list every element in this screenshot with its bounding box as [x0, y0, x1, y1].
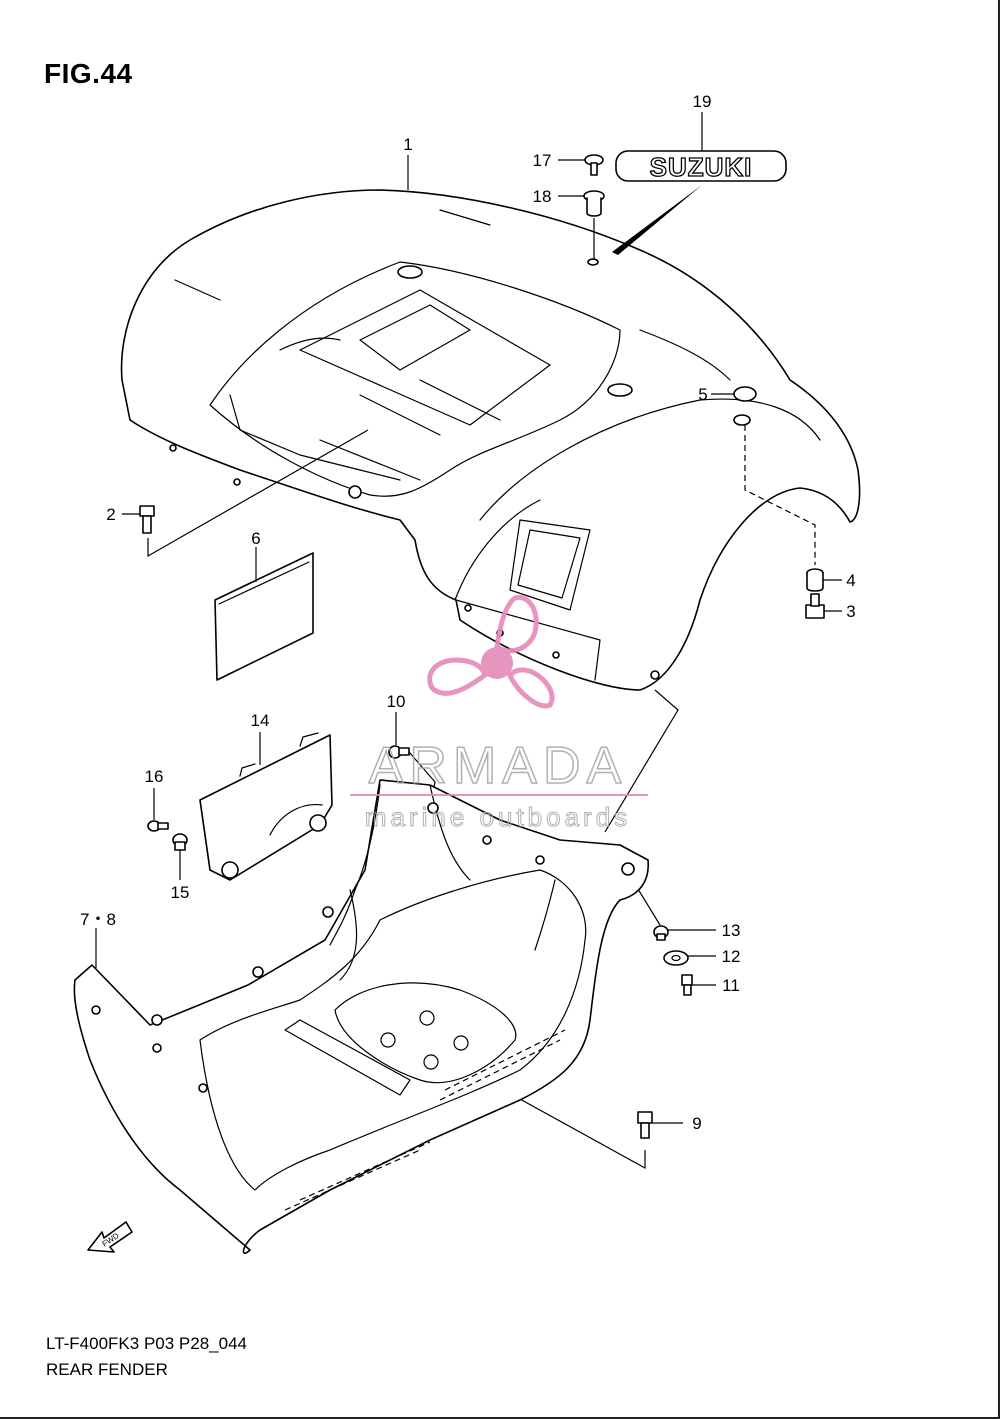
screw-17-part[interactable]: [584, 154, 604, 176]
callout-label: 19: [693, 92, 712, 111]
callout-label: 9: [692, 1114, 701, 1133]
grommet-5-part[interactable]: [733, 386, 757, 402]
bolt-3-part[interactable]: [805, 593, 825, 619]
section-name: REAR FENDER: [46, 1360, 168, 1379]
callout-label: 6: [251, 529, 260, 548]
callout-label: 3: [846, 602, 855, 621]
decal-text: SUZUKI: [650, 152, 753, 182]
bracket-14-part[interactable]: [199, 732, 333, 881]
footrest-guard-part[interactable]: [73, 779, 649, 1255]
bolt-2-part[interactable]: [139, 505, 155, 534]
nut-15-part[interactable]: [172, 833, 188, 851]
propeller-logo-icon: [427, 594, 555, 709]
callout-label: 12: [722, 947, 741, 966]
collar-18-part[interactable]: [583, 190, 605, 217]
bolt-9-part[interactable]: [637, 1111, 653, 1139]
screw-16-part[interactable]: [147, 820, 169, 832]
callout-label: 4: [846, 571, 855, 590]
callout-label: 1: [403, 135, 412, 154]
decal-pointer-arrow: [612, 185, 702, 255]
callout-label: 2: [106, 505, 115, 524]
callout-label: 15: [171, 883, 190, 902]
figure-title: FIG.44: [44, 58, 133, 89]
watermark-brand: ARMADA: [369, 737, 627, 795]
watermark-tagline: marine outboards: [365, 802, 631, 832]
washer-12-part[interactable]: [663, 950, 689, 966]
clip-10-part[interactable]: [388, 745, 410, 759]
sheet-6-part[interactable]: [214, 552, 314, 681]
bolt-11-part[interactable]: [681, 974, 693, 996]
collar-4-part[interactable]: [806, 568, 824, 592]
callout-label: 13: [722, 921, 741, 940]
grommet-13-part[interactable]: [653, 925, 669, 941]
callout-label: 10: [387, 692, 406, 711]
callout-label: 11: [722, 976, 740, 995]
callout-label: 17: [533, 151, 552, 170]
fwd-direction-arrow: FWD: [87, 1221, 133, 1253]
rear-fender-part[interactable]: [120, 189, 861, 691]
callout-label: 7・8: [80, 910, 116, 929]
callout-label: 16: [145, 767, 164, 786]
armada-watermark: ARMADA marine outboards: [350, 594, 648, 833]
callout-label: 5: [698, 385, 707, 404]
suzuki-decal-part[interactable]: SUZUKI: [612, 150, 787, 255]
callout-label: 18: [533, 187, 552, 206]
callout-label: 14: [251, 711, 270, 730]
model-code: LT-F400FK3 P03 P28_044: [46, 1334, 247, 1353]
